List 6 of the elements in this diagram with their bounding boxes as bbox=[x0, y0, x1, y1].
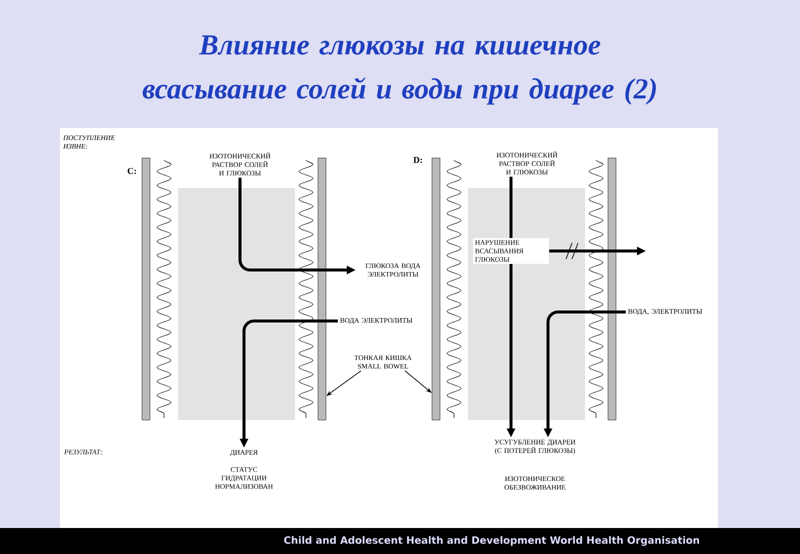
text-label: D: bbox=[413, 157, 422, 163]
intestinal-wall bbox=[318, 158, 326, 420]
footer-text: Child and Adolescent Health and Development World Health Organisation bbox=[284, 536, 700, 546]
text-label: C: bbox=[128, 168, 136, 174]
intestinal-wall bbox=[432, 158, 440, 420]
title: Влияние глюкозы на кишечное всасывание солей и воды при диарее (2) bbox=[142, 35, 656, 105]
